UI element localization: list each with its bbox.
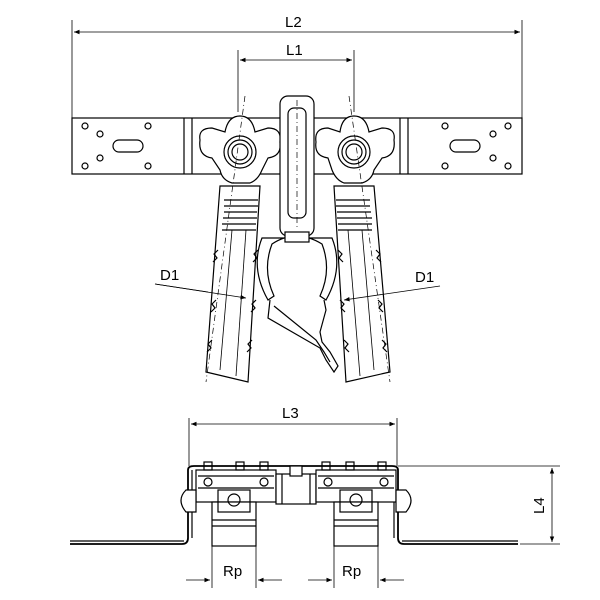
- right-valve-body: [315, 461, 412, 547]
- dimension-l1: L1: [237, 42, 355, 112]
- dimension-d1-right: D1: [343, 269, 441, 302]
- front-view: L3 L4: [70, 405, 560, 588]
- label-rp-right: Rp: [342, 563, 361, 580]
- dimension-l4: L4: [398, 465, 560, 545]
- left-valve-body: [180, 461, 277, 547]
- label-l2: L2: [285, 14, 302, 31]
- top-view: L2 L1: [71, 14, 523, 383]
- label-d1-right: D1: [415, 269, 434, 286]
- label-d1-left: D1: [160, 267, 179, 284]
- label-l3: L3: [282, 405, 299, 422]
- dimension-l2: L2: [71, 14, 523, 118]
- right-fitting: [315, 95, 395, 383]
- centre-bridge: [275, 465, 317, 505]
- label-l1: L1: [286, 42, 303, 59]
- left-fitting: [199, 95, 281, 383]
- dimension-rp-right: Rp: [308, 546, 404, 588]
- dimension-rp-left: Rp: [186, 546, 282, 588]
- dimension-d1-left: D1: [154, 267, 247, 300]
- label-rp-left: Rp: [223, 563, 242, 580]
- label-l4: L4: [531, 497, 548, 514]
- centre-clip: [256, 95, 339, 374]
- dimension-l3: L3: [188, 405, 398, 466]
